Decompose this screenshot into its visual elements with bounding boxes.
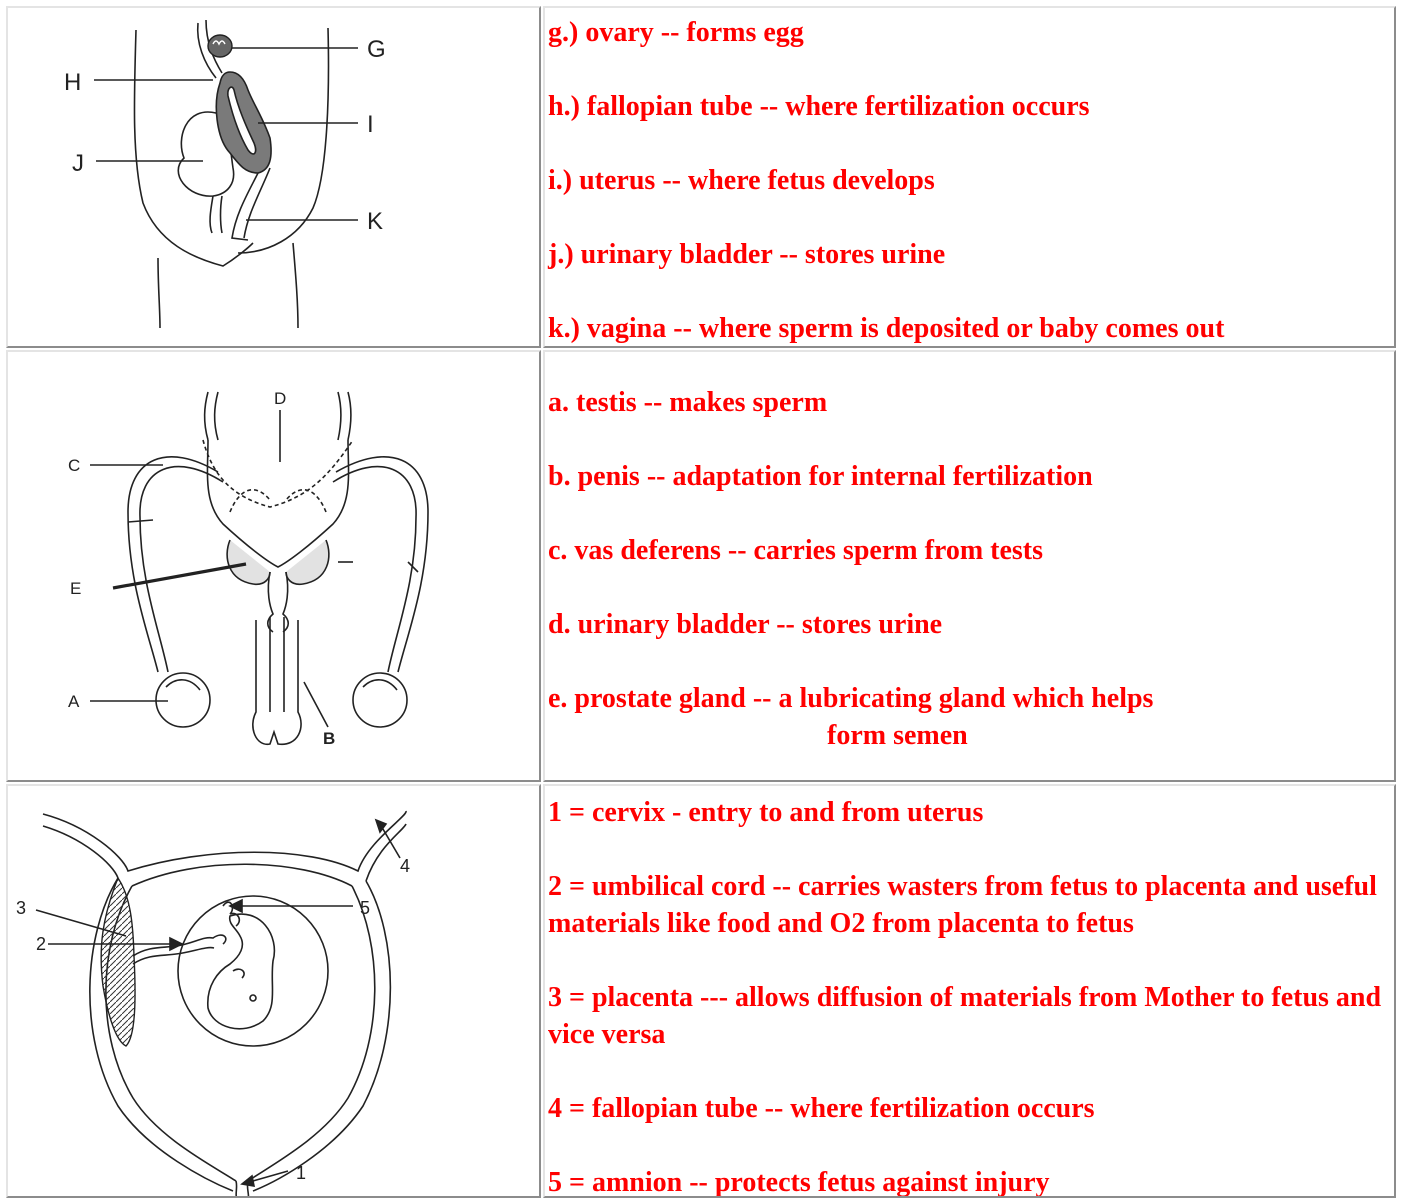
label-1: 1 [296,1163,306,1183]
label-k: K [367,208,383,235]
entry-5: 5 = amnion -- protects fetus against inj… [548,1164,1388,1198]
label-2: 2 [36,934,46,954]
entry-g: g.) ovary -- forms egg [548,14,1388,51]
label-j: J [72,150,84,177]
male-text-cell: a. testis -- makes sperm b. penis -- ada… [543,350,1396,782]
entry-4: 4 = fallopian tube -- where fertilizatio… [548,1090,1388,1127]
female-reproductive-diagram: G H I J K [8,8,541,348]
entry-2: 2 = umbilical cord -- carries wasters fr… [548,868,1388,942]
label-3: 3 [16,898,26,918]
fetus-text-cell: 1 = cervix - entry to and from uterus 2 … [543,784,1396,1198]
entry-e-line2: form semen [548,717,1388,754]
entry-d: d. urinary bladder -- stores urine [548,606,1388,643]
label-4: 4 [400,856,410,876]
label-a: A [68,692,80,711]
label-d: D [274,389,286,408]
label-i: I [367,111,374,138]
label-e: E [70,579,81,598]
fetus-uterus-diagram: 4 3 5 2 1 [8,786,541,1198]
label-c: C [68,456,80,475]
fetus-diagram-cell: 4 3 5 2 1 [6,784,541,1198]
ovary-shape [208,35,232,57]
female-text-cell: g.) ovary -- forms egg h.) fallopian tub… [543,6,1396,348]
entry-a: a. testis -- makes sperm [548,384,1388,421]
male-diagram-cell: D C E A B [6,350,541,782]
entry-b: b. penis -- adaptation for internal fert… [548,458,1388,495]
label-g: G [367,36,386,63]
entry-e: e. prostate gland -- a lubricating gland… [548,680,1388,754]
entry-k: k.) vagina -- where sperm is deposited o… [548,310,1388,347]
entry-e-line1: e. prostate gland -- a lubricating gland… [548,683,1153,714]
female-diagram-cell: G H I J K [6,6,541,348]
entry-j: j.) urinary bladder -- stores urine [548,236,1388,273]
entry-1: 1 = cervix - entry to and from uterus [548,794,1388,831]
entry-h: h.) fallopian tube -- where fertilizatio… [548,88,1388,125]
label-b: B [323,729,335,748]
label-h: H [64,69,81,96]
entry-c: c. vas deferens -- carries sperm from te… [548,532,1388,569]
male-reproductive-diagram: D C E A B [8,352,541,782]
entry-3: 3 = placenta --- allows diffusion of mat… [548,979,1388,1053]
entry-i: i.) uterus -- where fetus develops [548,162,1388,199]
label-5: 5 [360,898,370,918]
